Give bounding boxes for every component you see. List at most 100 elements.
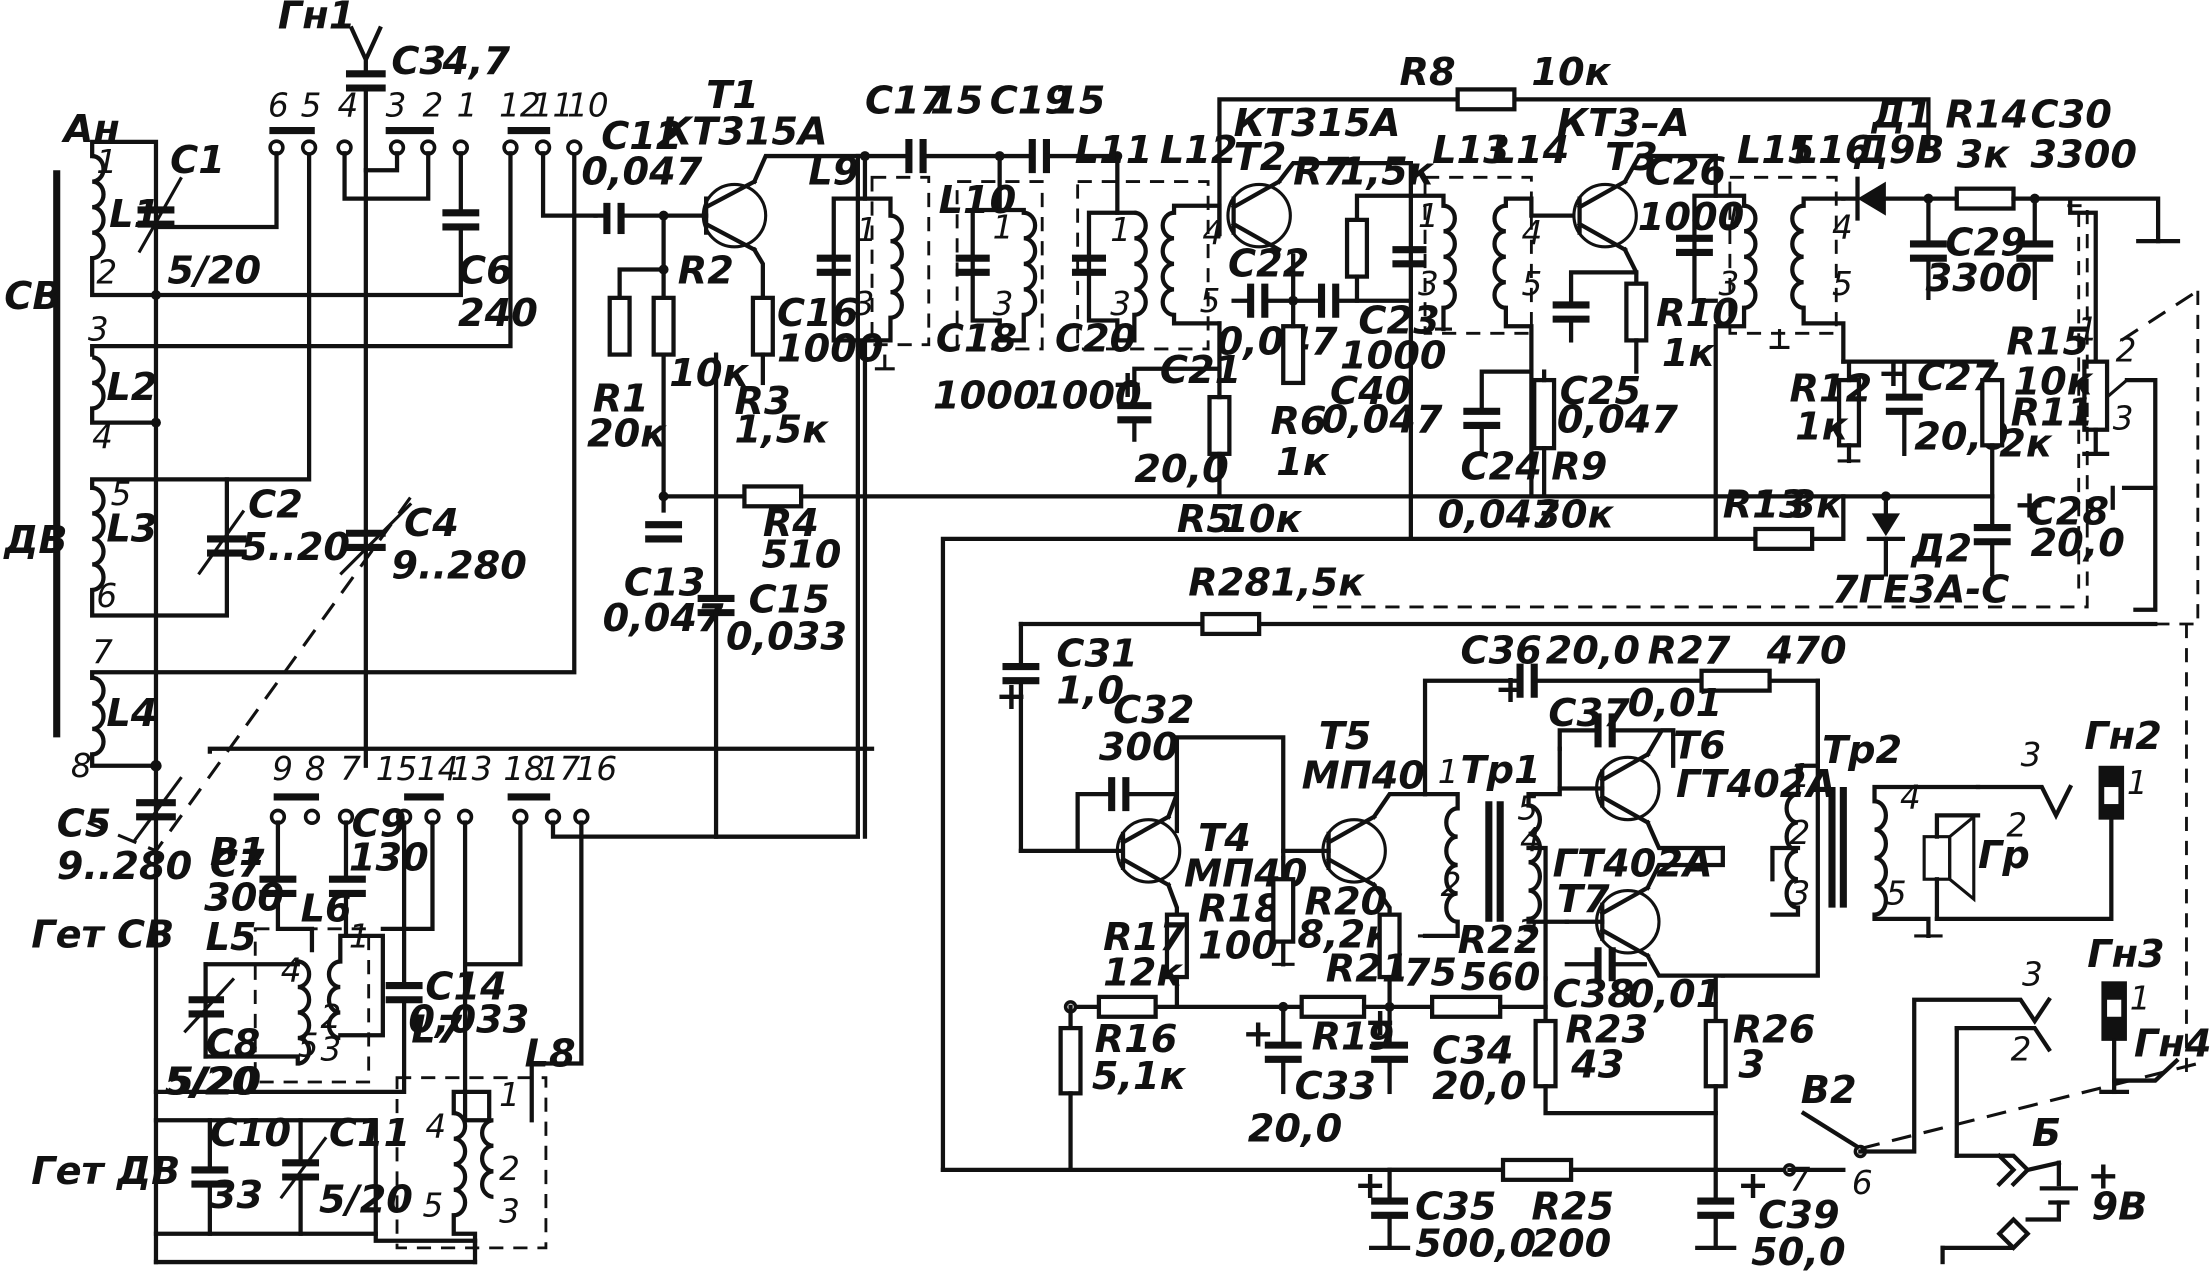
svg-text:2: 2 (2011, 1031, 2032, 1069)
c36-value: 20,0 (1546, 629, 1640, 674)
l14-label: L14 (1492, 128, 1570, 173)
c36-label: C36 (1460, 629, 1541, 674)
r17-label: R17 (1103, 915, 1186, 960)
c35-label: C35 (1415, 1185, 1496, 1230)
c37-value: 0,01 (1628, 681, 1722, 726)
t5-type: МП40 (1302, 753, 1425, 798)
c40-value: 0,047 (1322, 398, 1443, 443)
svg-text:1: 1 (2127, 764, 2148, 802)
r6-value: 1к (1276, 440, 1330, 485)
svg-text:3: 3 (1110, 285, 1131, 323)
l3-label: L3 (106, 507, 157, 552)
b2-switch-lever[interactable] (1800, 1110, 1864, 1152)
svg-text:1: 1 (1723, 197, 1744, 235)
r19-label: R19 (1312, 1014, 1395, 1059)
c20-value: 1000 (1035, 373, 1142, 418)
c25-label: C25 (1560, 369, 1641, 414)
svg-text:13: 13 (451, 750, 493, 788)
gn2-label: Гн2 (2084, 714, 2161, 759)
c8-value-2: 5/20 (164, 1060, 258, 1105)
c26-value: 1000 (1638, 195, 1745, 240)
l3-pin5: 5 (111, 475, 132, 513)
if-filter-1: C17 15 C19 15 L9 1 3 C16 1000 L10 1 3 C1… (777, 79, 1303, 839)
c12-value: 0,047 (581, 149, 702, 194)
t2-transistor (1226, 182, 1292, 249)
svg-text:3: 3 (2021, 736, 2042, 774)
sv-band-label: СВ (4, 274, 61, 319)
svg-text:2: 2 (1789, 814, 1810, 852)
l2-label: L2 (106, 365, 157, 410)
l15-label: L15 (1737, 128, 1815, 173)
r28-label: R28 (1188, 561, 1271, 606)
l3-pin6: 6 (96, 577, 117, 615)
r10-resistor (1624, 281, 1649, 343)
speaker-label: Гр (1978, 833, 2030, 878)
r7-value: 1,5к (1340, 149, 1435, 194)
c19-value: 15 (1052, 79, 1105, 124)
l16-label: L16 (1794, 128, 1872, 173)
c34-label: C34 (1432, 1029, 1513, 1074)
speaker-icon (1922, 835, 1952, 881)
c5-label: C5 (57, 802, 112, 847)
c34-value: 20,0 (1432, 1064, 1526, 1109)
t1-label: T1 (706, 73, 759, 118)
r18-value: 100 (1198, 924, 1278, 969)
l11-label: L11 (1075, 128, 1153, 173)
l9-label: L9 (808, 149, 859, 194)
svg-text:1: 1 (1418, 197, 1439, 235)
r12-value: 1к (1795, 405, 1849, 450)
gn3-label: Гн3 (2087, 932, 2164, 977)
r5-value: 10к (1222, 497, 1302, 542)
t3-transistor (1572, 182, 1638, 249)
r9-value: 30к (1534, 493, 1614, 538)
d1-label: Д1 (1871, 93, 1933, 138)
r28-value: 1,5к (1270, 561, 1365, 606)
l10-label: L10 (939, 178, 1017, 223)
l5-coil (297, 959, 312, 1066)
r21-value: 75 (1404, 951, 1457, 996)
r14-label: R14 (1945, 93, 2028, 138)
c32-value: 300 (1099, 725, 1179, 770)
svg-text:+: + (1495, 667, 1527, 712)
svg-text:1: 1 (2077, 310, 2098, 348)
r2-label: R2 (678, 249, 734, 294)
gn1-label: Гн1 (278, 0, 355, 38)
c2-label: C2 (248, 483, 303, 528)
svg-text:1: 1 (2130, 980, 2151, 1018)
l6-label: L6 (301, 887, 352, 932)
c39-value: 50,0 (1751, 1230, 1845, 1275)
sw-pin10: 10 (567, 86, 609, 124)
c22-value: 0,047 (1217, 320, 1338, 365)
speaker-cone (1948, 813, 1976, 903)
c17-value: 15 (930, 79, 983, 124)
c9-label: C9 (352, 802, 407, 847)
svg-text:1: 1 (349, 917, 370, 955)
l3-coil (91, 485, 106, 593)
r25-value: 200 (1531, 1221, 1611, 1266)
svg-text:5: 5 (1521, 265, 1542, 303)
r17-value: 12к (1103, 951, 1183, 996)
c29-value: 3300 (1926, 256, 2033, 301)
r8-value: 10к (1531, 50, 1611, 95)
t6-label: T6 (1673, 724, 1726, 769)
r6-label: R6 (1270, 399, 1326, 444)
l12-label: L12 (1160, 128, 1238, 173)
r2-value: 10к (669, 351, 749, 396)
l11-coil (1134, 210, 1148, 317)
l1-pin2: 2 (96, 254, 117, 292)
c40-label: C40 (1330, 369, 1411, 414)
sw-top-pins[interactable] (268, 139, 583, 156)
r18-label: R18 (1198, 887, 1281, 932)
r27-label: R27 (1648, 629, 1731, 674)
tr1-primary (1444, 806, 1458, 924)
svg-text:16: 16 (576, 750, 618, 788)
r1-resistor (607, 295, 632, 357)
svg-text:+: + (1737, 1163, 1769, 1208)
l10-coil (1023, 210, 1038, 317)
sw-bottom-pins[interactable] (269, 808, 590, 825)
c13-label: C13 (624, 561, 705, 606)
t4-label: T4 (1198, 816, 1251, 861)
svg-text:+: + (1877, 351, 1909, 396)
r14-value: 3к (1957, 132, 2011, 177)
l7-coil (453, 1111, 468, 1218)
